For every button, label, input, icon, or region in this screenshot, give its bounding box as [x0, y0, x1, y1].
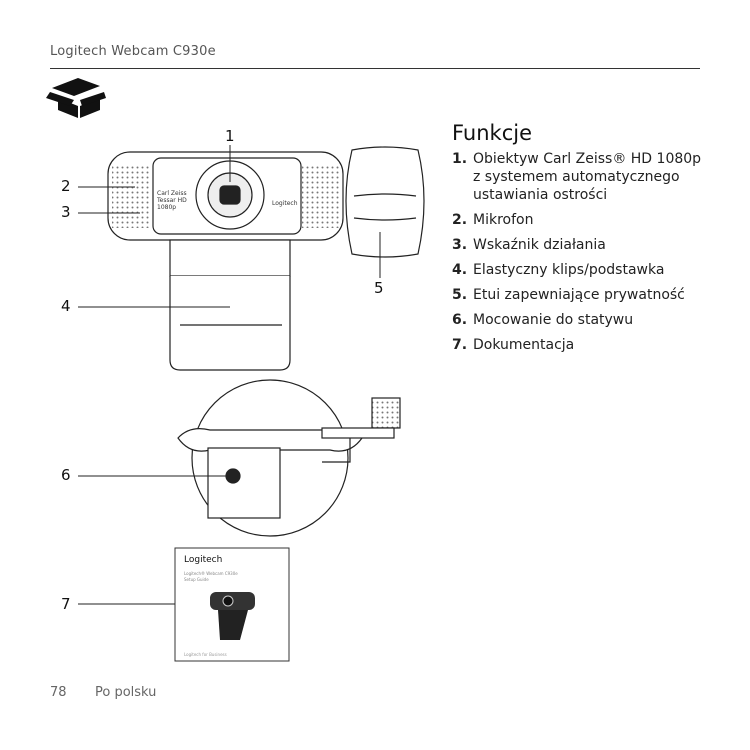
- documentation-booklet: Logitech Logitech® Webcam C930e Setup Gu…: [174, 547, 290, 662]
- privacy-shutter: [345, 146, 425, 258]
- item-text: Elastyczny klips/podstawka: [473, 262, 665, 278]
- callout-3: 3: [61, 203, 71, 221]
- item-number: 1.: [452, 151, 468, 167]
- manual-subtitle: Setup Guide: [184, 577, 209, 582]
- item-number: 6.: [452, 312, 468, 328]
- running-header: Logitech Webcam C930e: [50, 44, 216, 59]
- item-text: Mocowanie do statywu: [473, 312, 634, 328]
- list-item: 4. Elastyczny klips/podstawka: [452, 261, 712, 279]
- manual-brand: Logitech: [184, 555, 222, 565]
- item-number: 3.: [452, 237, 468, 253]
- manual-title: Logitech® Webcam C930e: [184, 571, 238, 576]
- side-view-detail: [321, 397, 401, 463]
- brand-logo-text: Logitech: [272, 200, 298, 207]
- feature-list: 1. Obiektyw Carl Zeiss® HD 1080p z system…: [452, 150, 712, 361]
- tripod-mount-detail: [177, 379, 363, 537]
- webcam-body: Logitech: [107, 151, 344, 241]
- item-number: 5.: [452, 287, 468, 303]
- list-item: 1. Obiektyw Carl Zeiss® HD 1080p z system…: [452, 150, 712, 204]
- header-rule: [50, 68, 700, 69]
- list-item: 5. Etui zapewniające prywatność: [452, 286, 712, 304]
- item-text: Dokumentacja: [473, 337, 575, 353]
- item-number: 2.: [452, 212, 468, 228]
- lens-label: Carl Zeiss Tessar HD 1080p: [157, 190, 187, 211]
- box-icon: [46, 78, 106, 118]
- callout-4: 4: [61, 297, 71, 315]
- callout-lines: [78, 145, 381, 605]
- footer-language: Po polsku: [95, 685, 157, 700]
- item-text: Obiektyw Carl Zeiss® HD 1080p z systemem…: [473, 151, 702, 203]
- list-item: 7. Dokumentacja: [452, 336, 712, 354]
- item-number: 4.: [452, 262, 468, 278]
- manual-footer: Logitech for Business: [184, 652, 227, 657]
- item-text: Mikrofon: [473, 212, 534, 228]
- clip-stand: [169, 239, 291, 371]
- page-number: 78: [50, 685, 67, 700]
- callout-1: 1: [225, 127, 235, 145]
- item-text: Etui zapewniające prywatność: [473, 287, 685, 303]
- item-text: Wskaźnik działania: [473, 237, 606, 253]
- list-item: 6. Mocowanie do statywu: [452, 311, 712, 329]
- callout-2: 2: [61, 177, 71, 195]
- callout-5: 5: [374, 279, 384, 297]
- item-number: 7.: [452, 337, 468, 353]
- section-title: Funkcje: [452, 121, 533, 145]
- list-item: 3. Wskaźnik działania: [452, 236, 712, 254]
- callout-6: 6: [61, 466, 71, 484]
- list-item: 2. Mikrofon: [452, 211, 712, 229]
- callout-7: 7: [61, 595, 71, 613]
